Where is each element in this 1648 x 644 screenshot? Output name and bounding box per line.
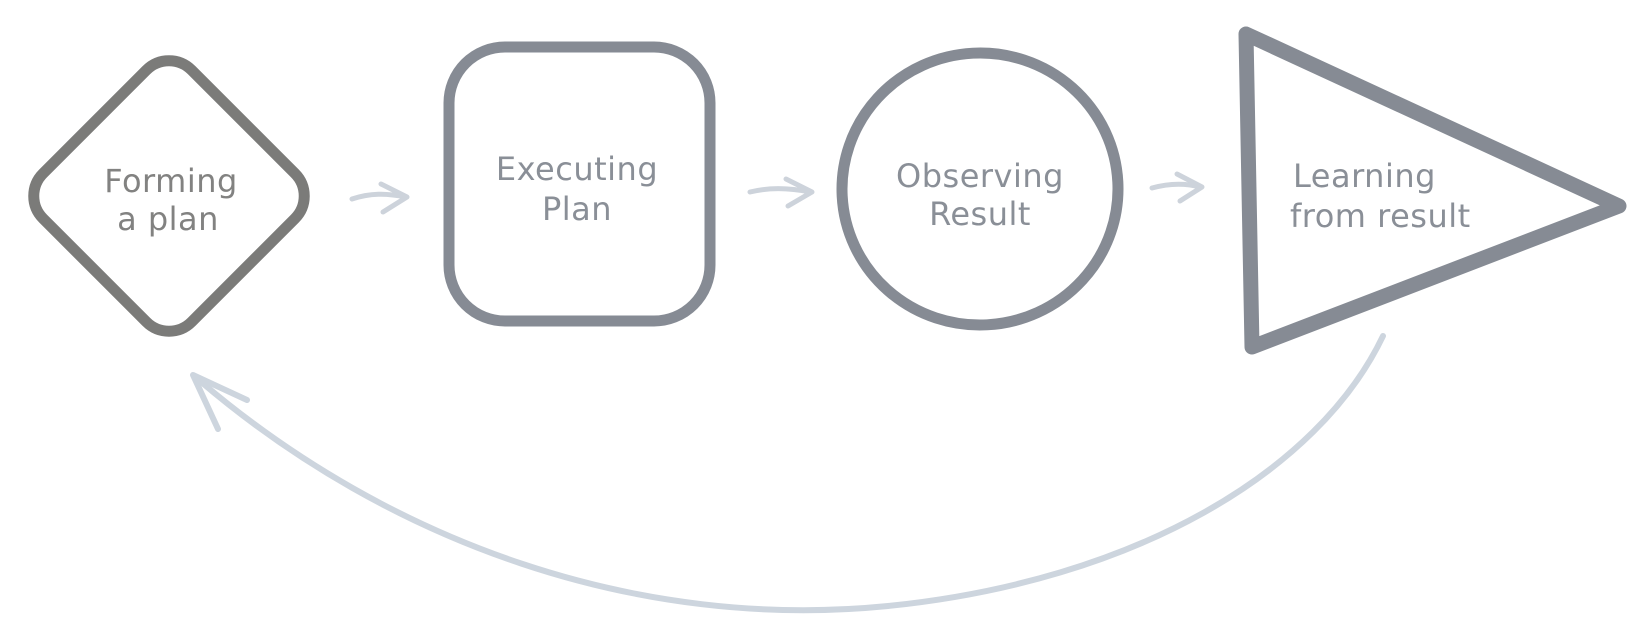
- arrow-1-head-icon: [378, 181, 410, 215]
- arrow-2-head-icon: [783, 176, 815, 209]
- node-label-line: Observing: [896, 157, 1064, 195]
- node-label-line: Learning: [1293, 157, 1436, 195]
- node-executing-plan: Executing Plan: [443, 41, 716, 327]
- node-label-line: Forming: [104, 162, 238, 200]
- node-label-line: a plan: [117, 200, 219, 238]
- triangle-shape: [1238, 26, 1627, 355]
- node-forming-a-plan: Forming a plan: [28, 55, 310, 337]
- node-label-line: Plan: [542, 190, 612, 228]
- arrow-3-head-icon: [1174, 171, 1205, 204]
- feedback-arrow-shaft: [197, 333, 1386, 614]
- feedback-arrowhead-icon: [190, 372, 250, 432]
- node-observing-result: Observing Result: [836, 47, 1124, 331]
- flow-arrow-3: [1149, 171, 1205, 204]
- flow-arrow-1: [349, 181, 410, 215]
- node-label-line: Result: [929, 195, 1031, 233]
- rounded-square-shape: [443, 41, 716, 327]
- flow-arrow-2: [747, 176, 815, 209]
- circle-shape: [836, 47, 1124, 331]
- node-label-line: Executing: [496, 150, 658, 188]
- node-learning-from-result: Learning from result: [1238, 26, 1627, 355]
- feedback-arrow: [190, 333, 1386, 614]
- node-label-line: from result: [1290, 197, 1471, 235]
- diamond-shape: [28, 55, 310, 337]
